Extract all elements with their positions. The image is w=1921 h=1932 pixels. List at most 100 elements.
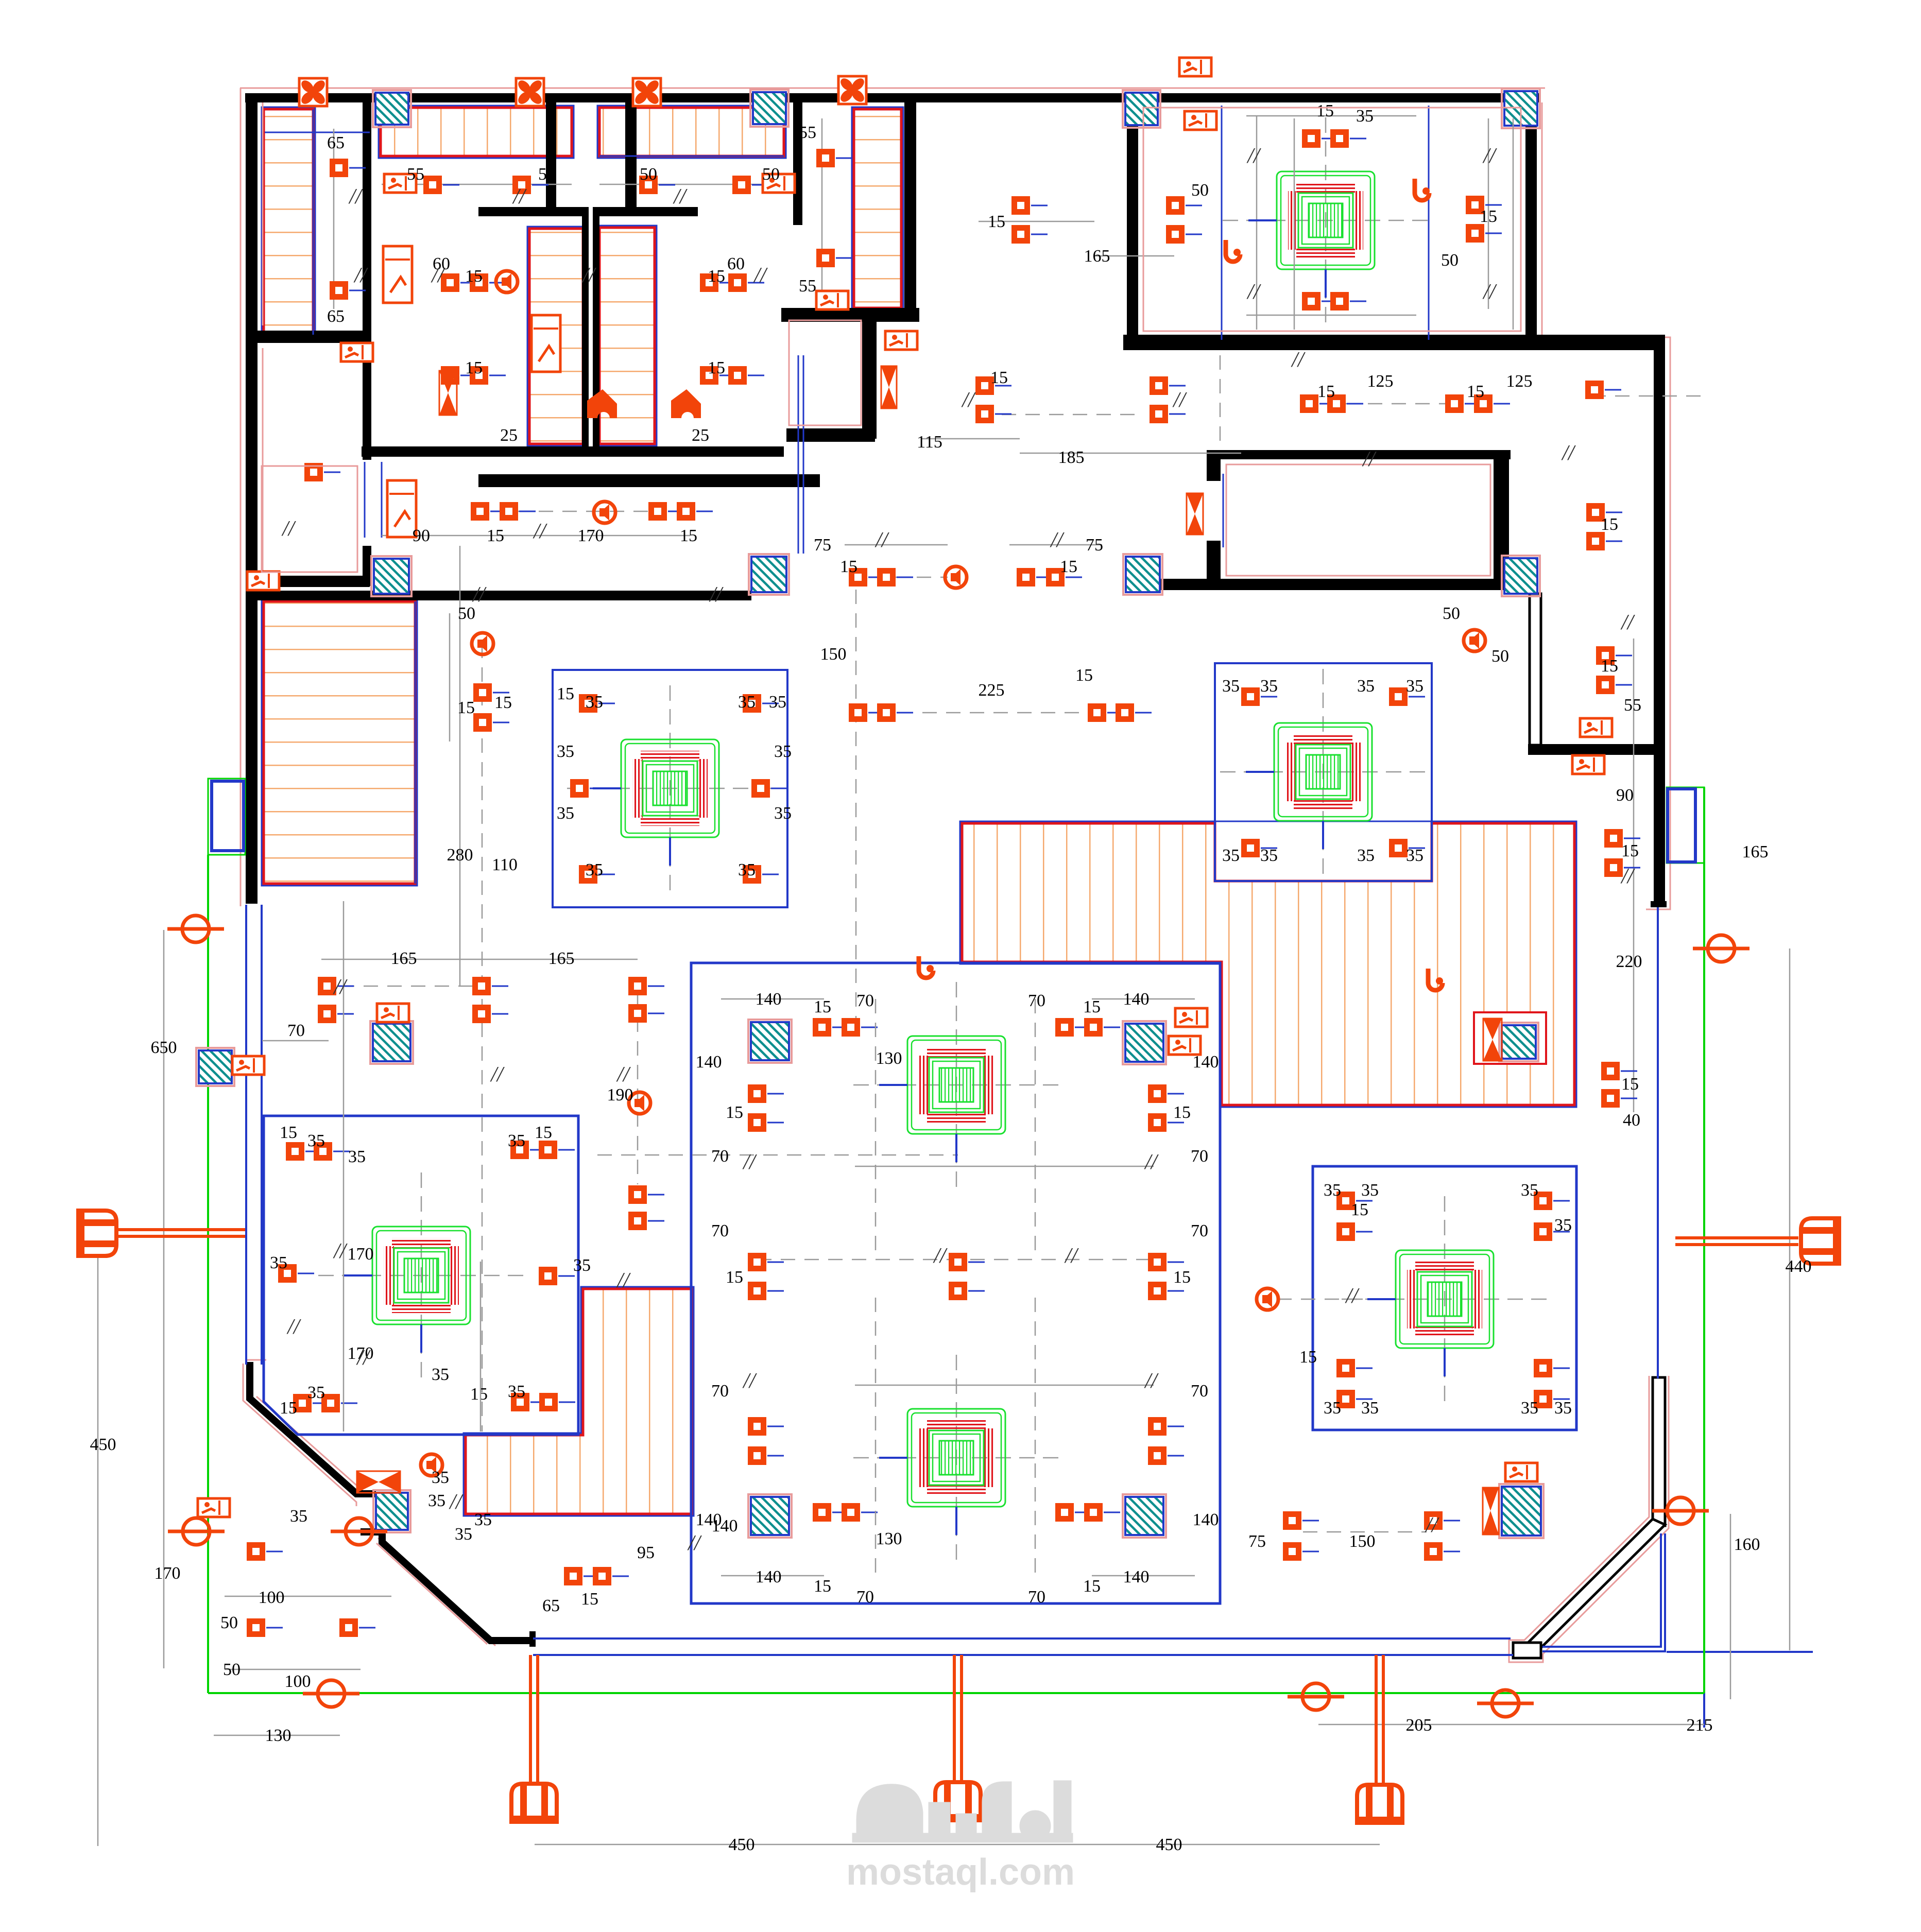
svg-text://: // [581, 264, 596, 287]
svg-text:15: 15 [470, 1385, 488, 1404]
svg-text:35: 35 [432, 1365, 449, 1384]
svg-text:165: 165 [548, 949, 575, 968]
svg-text:165: 165 [1084, 247, 1110, 266]
svg-text:190: 190 [607, 1085, 633, 1105]
svg-text:140: 140 [1123, 1567, 1150, 1586]
svg-text:mostaql.com: mostaql.com [846, 1852, 1075, 1893]
svg-text://: // [1050, 528, 1065, 552]
svg-text://: // [1345, 1284, 1360, 1308]
svg-text:65: 65 [327, 133, 345, 152]
svg-text:70: 70 [1191, 1382, 1208, 1401]
svg-text://: // [1482, 144, 1497, 168]
svg-text://: // [533, 520, 547, 543]
svg-text:50: 50 [762, 165, 780, 184]
svg-text:125: 125 [1367, 372, 1394, 391]
svg-text:170: 170 [155, 1564, 181, 1583]
svg-text://: // [333, 975, 348, 999]
svg-text://: // [616, 1269, 631, 1292]
svg-text:15: 15 [1316, 101, 1334, 120]
svg-text:35: 35 [573, 1256, 591, 1275]
svg-text:115: 115 [917, 433, 942, 452]
svg-text:15: 15 [535, 1123, 552, 1142]
svg-text:140: 140 [1123, 990, 1150, 1009]
svg-text:15: 15 [1299, 1348, 1317, 1367]
svg-text:75: 75 [814, 536, 831, 555]
svg-text:35: 35 [1406, 677, 1423, 696]
svg-text:225: 225 [979, 681, 1005, 700]
svg-text:15: 15 [680, 526, 697, 545]
svg-text://: // [353, 264, 368, 287]
svg-text:70: 70 [711, 1221, 729, 1240]
svg-text:15: 15 [1083, 997, 1101, 1016]
svg-text://: // [1246, 280, 1261, 304]
svg-text:40: 40 [1623, 1111, 1640, 1130]
svg-text:65: 65 [327, 307, 345, 326]
svg-text:15: 15 [1601, 657, 1618, 676]
svg-text:15: 15 [726, 1103, 743, 1122]
svg-text:15: 15 [1480, 207, 1497, 226]
svg-text:55: 55 [799, 123, 816, 142]
svg-text:70: 70 [856, 1588, 874, 1607]
svg-text:50: 50 [220, 1613, 238, 1632]
svg-text:50: 50 [458, 604, 475, 623]
svg-text:15: 15 [1601, 515, 1618, 534]
svg-text:140: 140 [696, 1053, 722, 1072]
svg-text:70: 70 [856, 991, 874, 1010]
svg-text://: // [1246, 144, 1261, 168]
svg-text:35: 35 [307, 1383, 325, 1402]
svg-text://: // [742, 1369, 757, 1393]
svg-text://: // [1620, 611, 1635, 634]
svg-text://: // [753, 264, 768, 287]
svg-text://: // [874, 528, 889, 552]
svg-text:50: 50 [1491, 647, 1509, 666]
svg-text://: // [281, 517, 296, 541]
svg-text://: // [1144, 1369, 1159, 1393]
svg-text:150: 150 [820, 645, 847, 664]
svg-text://: // [1561, 441, 1576, 465]
svg-text://: // [673, 185, 688, 209]
svg-text:15: 15 [1317, 382, 1335, 401]
svg-text://: // [709, 583, 724, 607]
svg-text://: // [1362, 447, 1377, 471]
svg-text:35: 35 [1356, 107, 1374, 126]
svg-text:440: 440 [1786, 1257, 1812, 1276]
svg-text:170: 170 [348, 1344, 374, 1363]
svg-text:450: 450 [1156, 1835, 1182, 1854]
svg-text:35: 35 [348, 1147, 366, 1166]
svg-text:140: 140 [1193, 1510, 1219, 1529]
svg-text:35: 35 [1554, 1216, 1572, 1235]
svg-text://: // [742, 1150, 757, 1174]
svg-text:70: 70 [711, 1382, 729, 1401]
svg-text:15: 15 [840, 557, 857, 576]
svg-text://: // [1482, 280, 1497, 304]
svg-text:15: 15 [557, 684, 574, 703]
svg-text:15: 15 [465, 267, 483, 286]
svg-text:140: 140 [756, 1567, 782, 1586]
svg-text:35: 35 [307, 1131, 325, 1150]
svg-text:35: 35 [432, 1468, 449, 1487]
svg-text:15: 15 [1060, 557, 1077, 576]
svg-text:35: 35 [557, 804, 574, 823]
svg-text:35: 35 [474, 1510, 492, 1529]
svg-text:90: 90 [1616, 786, 1634, 805]
svg-text:35: 35 [270, 1253, 287, 1272]
svg-text:15: 15 [1173, 1268, 1191, 1287]
svg-text:160: 160 [1734, 1535, 1760, 1554]
svg-text://: // [490, 1063, 505, 1086]
svg-text:15: 15 [1621, 841, 1639, 860]
svg-text:15: 15 [280, 1399, 297, 1418]
svg-text:15: 15 [280, 1123, 297, 1142]
svg-text:140: 140 [712, 1516, 738, 1536]
svg-text:35: 35 [557, 742, 574, 761]
svg-text:65: 65 [542, 1596, 560, 1615]
svg-text:50: 50 [223, 1660, 241, 1679]
svg-text:60: 60 [727, 254, 745, 273]
svg-text:15: 15 [814, 997, 831, 1016]
svg-text:130: 130 [265, 1726, 291, 1745]
svg-text:35: 35 [586, 860, 603, 879]
svg-text://: // [431, 264, 445, 287]
svg-text:15: 15 [726, 1268, 743, 1287]
svg-text://: // [1144, 1150, 1159, 1174]
svg-text:35: 35 [1222, 677, 1240, 696]
svg-text:130: 130 [876, 1049, 902, 1068]
